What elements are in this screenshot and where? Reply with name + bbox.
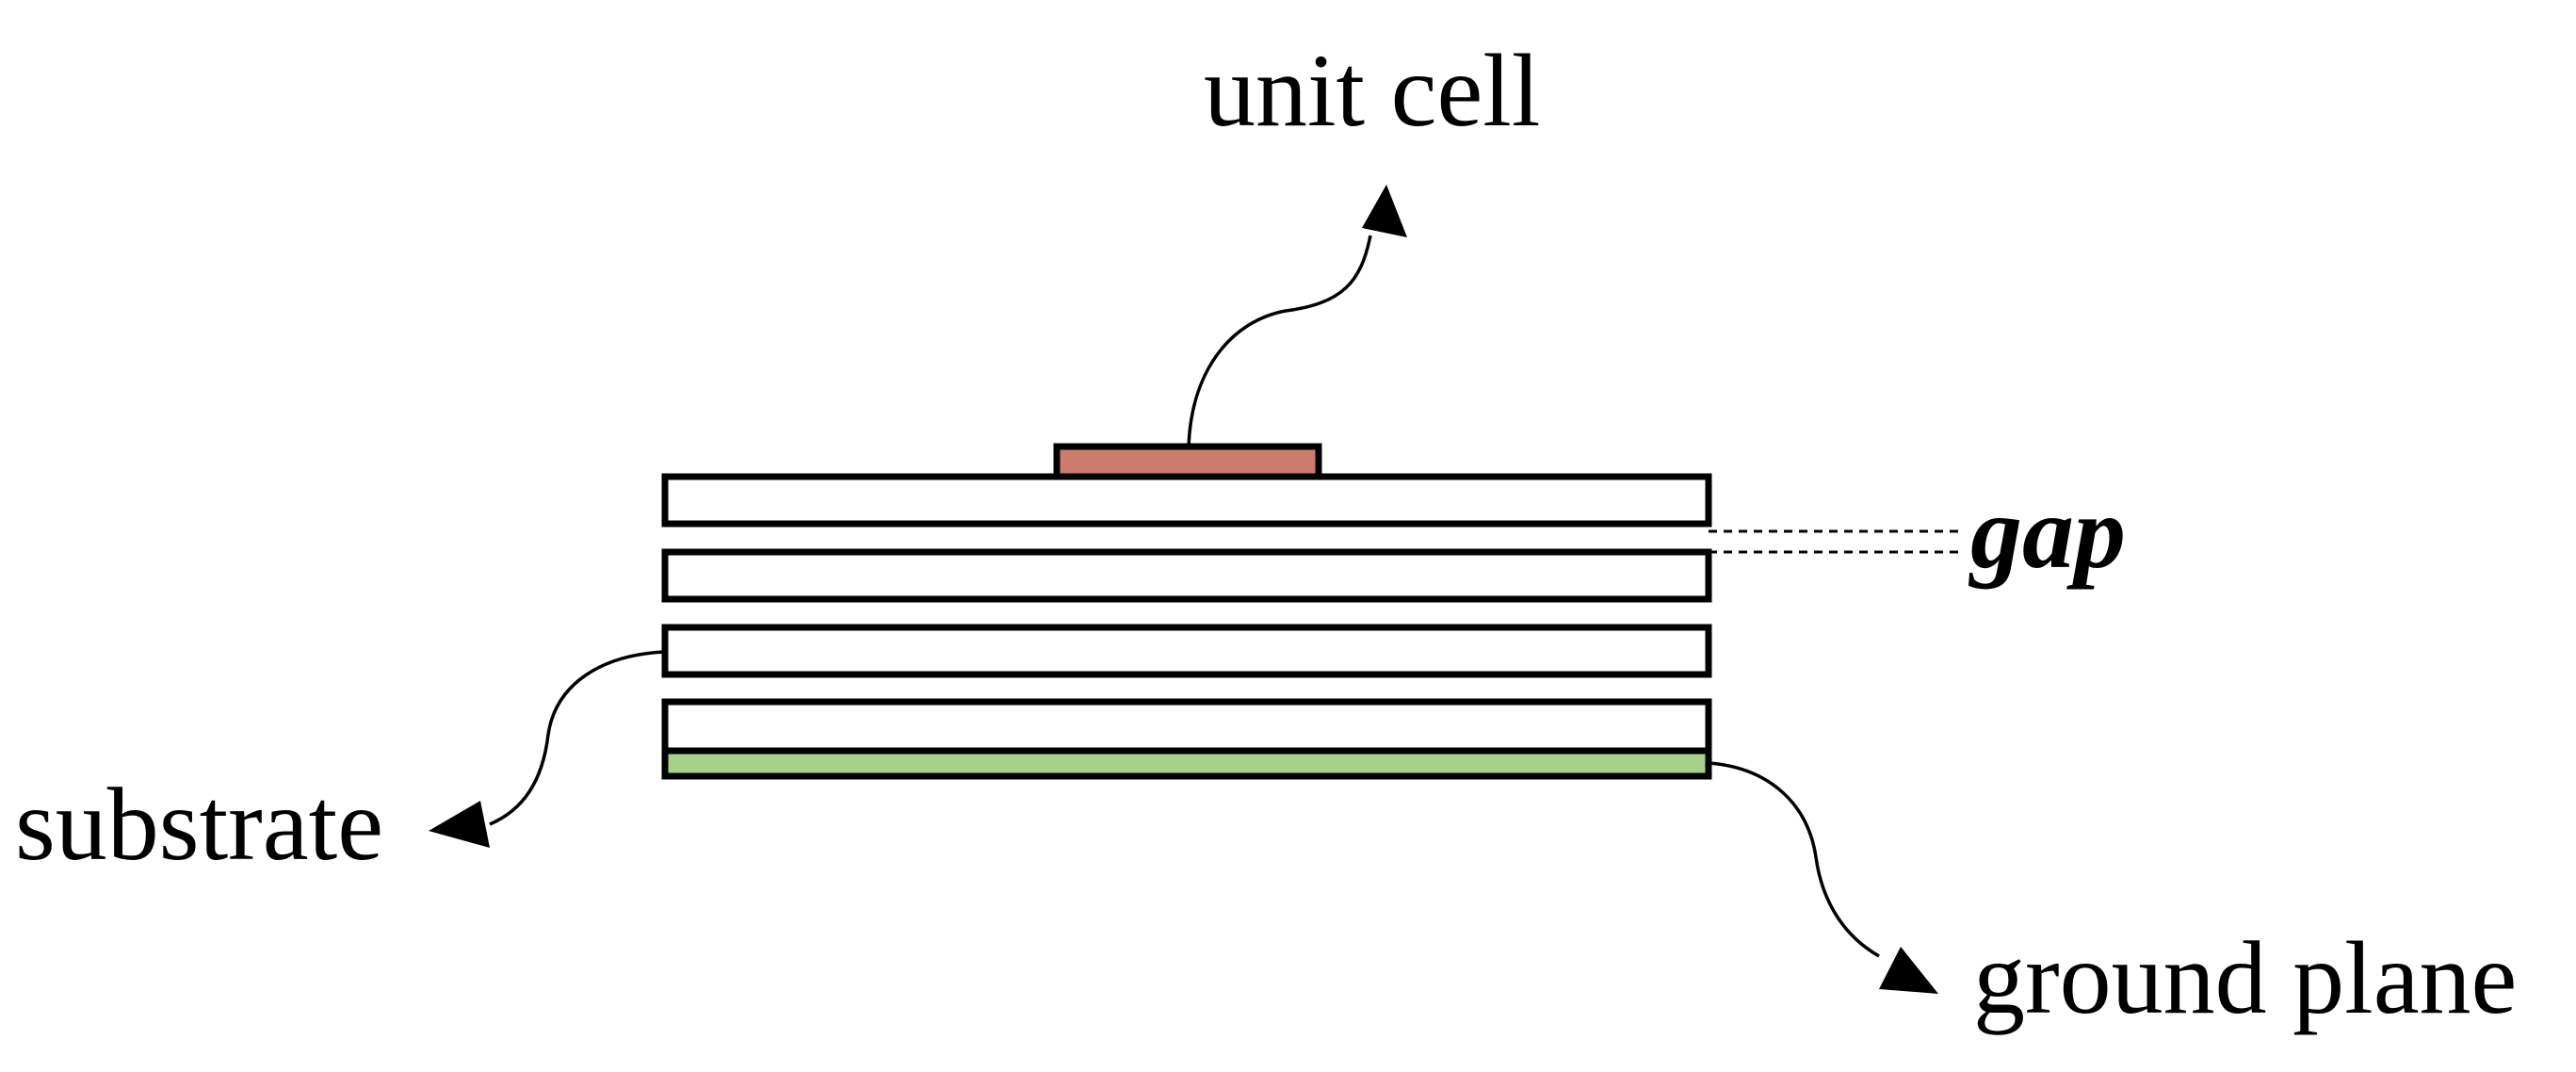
substrate-pointer-curve xyxy=(489,650,666,826)
unit-cell-patch xyxy=(1053,443,1322,480)
substrate-layer-4 xyxy=(661,698,1712,755)
ground-plane-label: ground plane xyxy=(1973,920,2517,1035)
ground-plane-layer xyxy=(661,747,1712,780)
substrate-arrowhead xyxy=(429,801,490,848)
substrate-layer-1 xyxy=(661,473,1712,528)
unit-cell-arrowhead xyxy=(1362,185,1407,237)
unit-cell-label: unit cell xyxy=(1204,33,1540,148)
substrate-label: substrate xyxy=(15,767,383,882)
unit-cell-pointer-curve xyxy=(1187,235,1372,447)
ground-plane-arrowhead xyxy=(1879,947,1938,994)
gap-label: gap xyxy=(1968,475,2126,590)
substrate-layer-3 xyxy=(661,624,1712,678)
ground-plane-pointer-curve xyxy=(1708,761,1880,958)
substrate-layer-2 xyxy=(661,548,1712,603)
